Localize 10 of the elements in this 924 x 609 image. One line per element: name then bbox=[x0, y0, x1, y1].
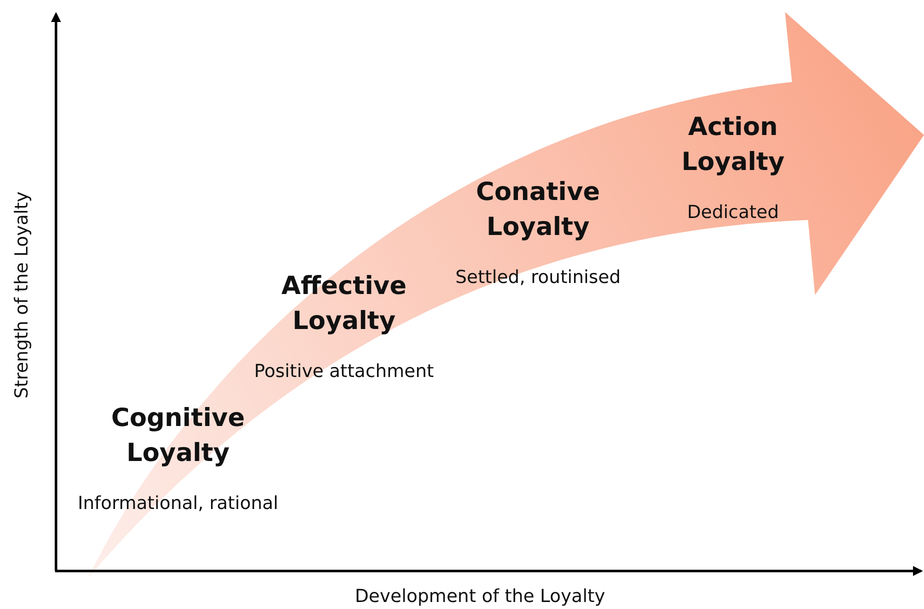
stage-title: Conative Loyalty bbox=[475, 176, 601, 243]
stage-description: Positive attachment bbox=[254, 360, 434, 384]
stage-description: Dedicated bbox=[687, 201, 779, 225]
y-axis-title: Strength of the Loyalty bbox=[12, 191, 32, 399]
stage-description: Settled, routinised bbox=[455, 266, 621, 290]
stage-title: Affective Loyalty bbox=[280, 270, 408, 337]
stage-title: Cognitive Loyalty bbox=[110, 402, 246, 469]
stage-description: Informational, rational bbox=[78, 492, 278, 516]
x-axis-title: Development of the Loyalty bbox=[354, 586, 606, 607]
stage-title: Action Loyalty bbox=[680, 111, 786, 178]
